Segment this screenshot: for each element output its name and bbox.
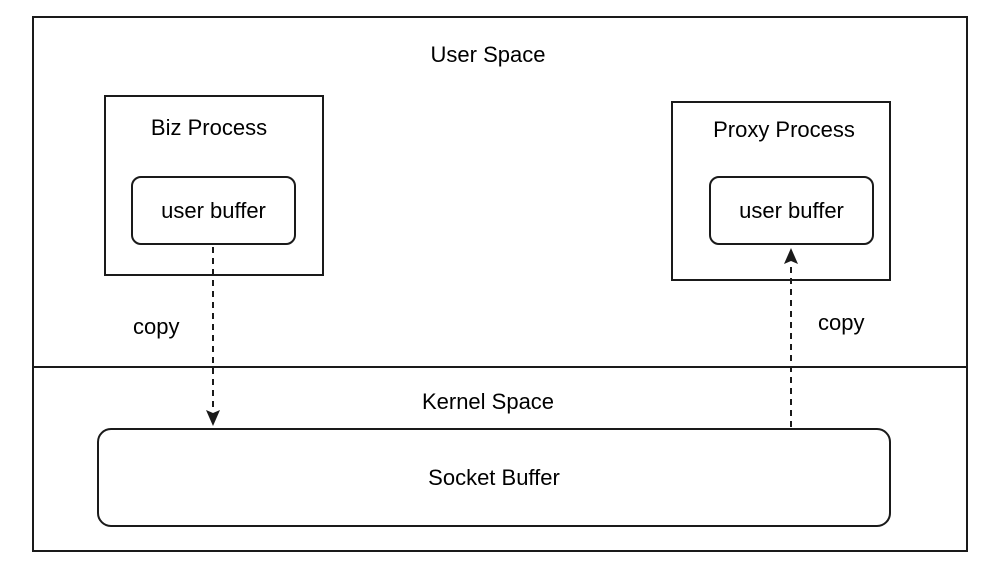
biz-user-buffer-label: user buffer xyxy=(161,197,266,223)
proxy-user-buffer: user buffer xyxy=(709,176,874,245)
kernel-space-label: Kernel Space xyxy=(421,389,555,414)
user-kernel-divider xyxy=(32,366,968,368)
copy-down-label: copy xyxy=(133,314,180,339)
user-space-label: User Space xyxy=(430,42,546,67)
copy-up-label: copy xyxy=(818,310,865,335)
socket-buffer-box: Socket Buffer xyxy=(97,428,891,527)
biz-process-title: Biz Process xyxy=(150,115,268,140)
proxy-user-buffer-label: user buffer xyxy=(739,197,844,223)
socket-buffer-label: Socket Buffer xyxy=(428,464,560,490)
biz-user-buffer: user buffer xyxy=(131,176,296,245)
proxy-process-title: Proxy Process xyxy=(713,117,855,142)
